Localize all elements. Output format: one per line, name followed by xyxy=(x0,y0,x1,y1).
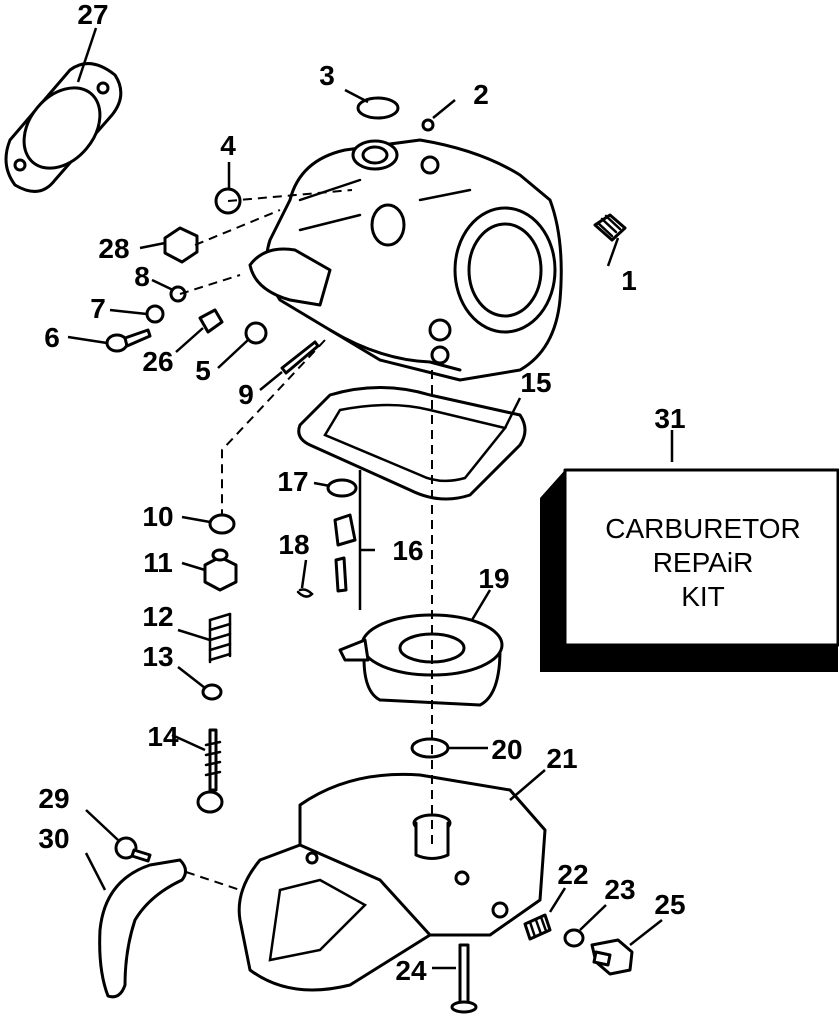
part-9-pin xyxy=(280,340,320,375)
callout-26: 26 xyxy=(142,346,173,377)
callout-18: 18 xyxy=(278,529,309,560)
callout-4: 4 xyxy=(220,130,236,161)
part-31-repair-kit-box: CARBURETOR REPAiR KIT xyxy=(540,468,839,672)
callout-29: 29 xyxy=(38,783,69,814)
part-1-idle-screw xyxy=(593,213,627,242)
part-30-clamp xyxy=(98,858,187,999)
part-21-float-bowl xyxy=(237,772,547,992)
callout-14: 14 xyxy=(147,721,179,752)
callout-11: 11 xyxy=(143,547,173,578)
part-29-screw xyxy=(114,836,152,863)
part-3-plug xyxy=(356,96,400,120)
callout-27: 27 xyxy=(77,0,108,30)
callout-12: 12 xyxy=(142,601,173,632)
callout-labels: 27 3 2 4 28 8 7 6 26 5 9 1 15 31 17 10 1… xyxy=(38,0,685,986)
part-27-gasket xyxy=(4,62,123,193)
part-23-washer xyxy=(563,928,585,948)
part-12-spring xyxy=(208,612,232,664)
part-10-oring xyxy=(208,513,236,535)
callout-9: 9 xyxy=(238,379,254,410)
part-14-needle xyxy=(196,728,224,814)
callout-24: 24 xyxy=(395,955,427,986)
part-24-screw xyxy=(450,943,478,1014)
callout-5: 5 xyxy=(195,355,211,386)
part-25-bolt xyxy=(590,938,634,976)
callout-10: 10 xyxy=(142,501,173,532)
part-20-gasket xyxy=(410,737,450,759)
leader-lines xyxy=(67,27,674,970)
callout-30: 30 xyxy=(38,823,69,854)
part-28-nut xyxy=(163,226,199,264)
callout-22: 22 xyxy=(557,859,588,890)
callout-15: 15 xyxy=(520,367,551,398)
part-16-needle-seat xyxy=(333,513,357,593)
callout-21: 21 xyxy=(546,743,577,774)
kit-label-line3: KIT xyxy=(681,581,725,612)
part-22-screw xyxy=(523,913,552,941)
callout-13: 13 xyxy=(142,641,173,672)
part-6-screw xyxy=(105,328,152,353)
callout-31: 31 xyxy=(654,403,685,434)
callout-28: 28 xyxy=(98,233,129,264)
callout-25: 25 xyxy=(654,889,685,920)
callout-17: 17 xyxy=(277,466,308,497)
callout-6: 6 xyxy=(44,322,60,353)
callout-8: 8 xyxy=(134,261,150,292)
part-13-oring xyxy=(201,683,223,701)
callout-3: 3 xyxy=(319,60,335,91)
carburetor-upper-body xyxy=(248,138,563,382)
kit-label-line1: CARBURETOR xyxy=(605,513,801,544)
part-15-gasket xyxy=(297,386,527,501)
part-7-lockwasher xyxy=(145,304,165,324)
part-19-float xyxy=(338,613,504,707)
part-18-clip xyxy=(296,588,314,598)
part-26-fitting xyxy=(198,308,224,334)
callout-2: 2 xyxy=(473,79,489,110)
part-8-washer xyxy=(169,285,187,303)
kit-label-line2: REPAiR xyxy=(653,547,754,578)
callout-7: 7 xyxy=(90,293,106,324)
part-11-fitting xyxy=(203,548,238,592)
guide-lines xyxy=(179,189,433,891)
callout-23: 23 xyxy=(604,874,635,905)
callout-1: 1 xyxy=(621,265,637,296)
part-2-ball xyxy=(421,118,435,132)
callout-16: 16 xyxy=(392,535,423,566)
callout-20: 20 xyxy=(491,734,522,765)
part-17-gasket xyxy=(326,478,358,498)
callout-19: 19 xyxy=(478,563,509,594)
part-5-washer xyxy=(244,321,268,345)
